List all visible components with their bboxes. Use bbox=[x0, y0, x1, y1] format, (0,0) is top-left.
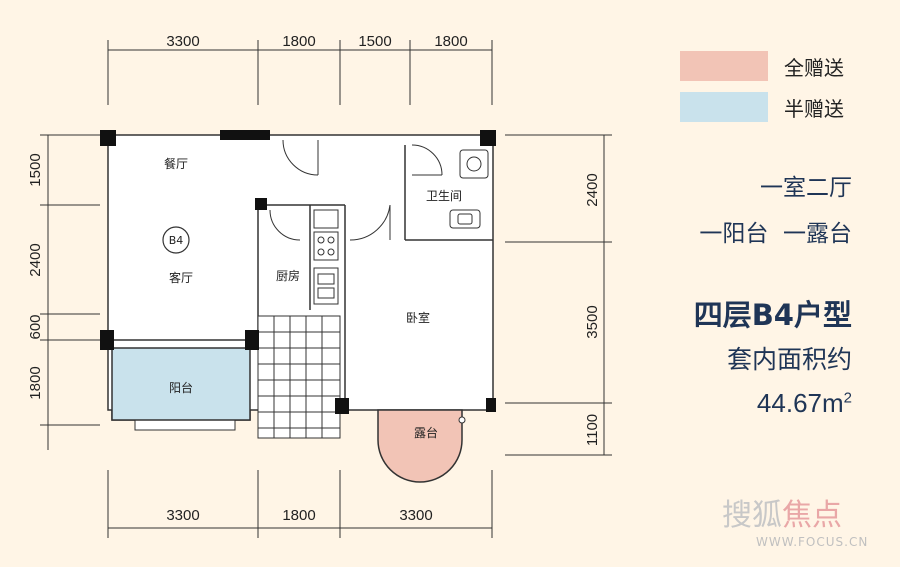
dim-right-2: 3500 bbox=[584, 305, 601, 338]
dim-bottom-1: 3300 bbox=[166, 507, 199, 524]
info-area: 44.67m2 bbox=[757, 388, 852, 419]
room-dining: 餐厅 bbox=[164, 156, 188, 171]
unit-tag: B4 bbox=[169, 234, 184, 247]
room-living: 客厅 bbox=[169, 270, 193, 285]
unit-tag-circle bbox=[162, 226, 190, 254]
info-area-sup: 2 bbox=[843, 389, 852, 407]
dim-bottom-2: 1800 bbox=[282, 507, 315, 524]
dim-left-2: 2400 bbox=[27, 243, 44, 276]
doors bbox=[269, 139, 443, 241]
dim-top-3: 1500 bbox=[358, 33, 391, 50]
room-balcony: 阳台 bbox=[169, 380, 193, 395]
dim-left-4: 1800 bbox=[27, 366, 44, 399]
info-unit-type: 四层B4户型 bbox=[693, 298, 852, 332]
dim-right-3: 1100 bbox=[584, 414, 601, 446]
watermark-logo: 搜狐焦点 bbox=[722, 490, 842, 534]
dim-top-2: 1800 bbox=[282, 33, 315, 50]
wall-columns bbox=[100, 130, 496, 414]
room-terrace: 露台 bbox=[414, 425, 438, 440]
legend-swatch-half-gift bbox=[680, 92, 768, 122]
legend-label-full-gift: 全赠送 bbox=[784, 56, 844, 80]
bathroom-fixtures bbox=[449, 149, 489, 229]
watermark-brand-a: 搜狐 bbox=[722, 498, 782, 533]
room-bathroom: 卫生间 bbox=[426, 189, 462, 203]
info-area-value: 44.67m bbox=[756, 388, 844, 418]
info-features: 一阳台 一露台 bbox=[699, 221, 852, 247]
dimension-lines bbox=[40, 40, 612, 538]
room-kitchen: 厨房 bbox=[276, 268, 300, 283]
watermark-brand-b: 焦点 bbox=[782, 498, 842, 533]
dim-left-1: 1500 bbox=[27, 153, 44, 186]
room-bedroom: 卧室 bbox=[406, 310, 430, 325]
dim-top-1: 3300 bbox=[166, 33, 199, 50]
info-layout: 一室二厅 bbox=[760, 175, 852, 201]
info-area-label: 套内面积约 bbox=[726, 345, 852, 374]
watermark-url: WWW.FOCUS.CN bbox=[756, 535, 869, 549]
terrace-area bbox=[377, 409, 463, 483]
kitchen-fixtures bbox=[313, 209, 339, 305]
dim-left-3: 600 bbox=[27, 314, 44, 339]
dim-bottom-3: 3300 bbox=[399, 507, 432, 524]
legend-swatch-full-gift bbox=[680, 51, 768, 81]
dim-top-4: 1800 bbox=[434, 33, 467, 50]
legend-label-half-gift: 半赠送 bbox=[784, 97, 844, 121]
dim-right-1: 2400 bbox=[584, 173, 601, 206]
